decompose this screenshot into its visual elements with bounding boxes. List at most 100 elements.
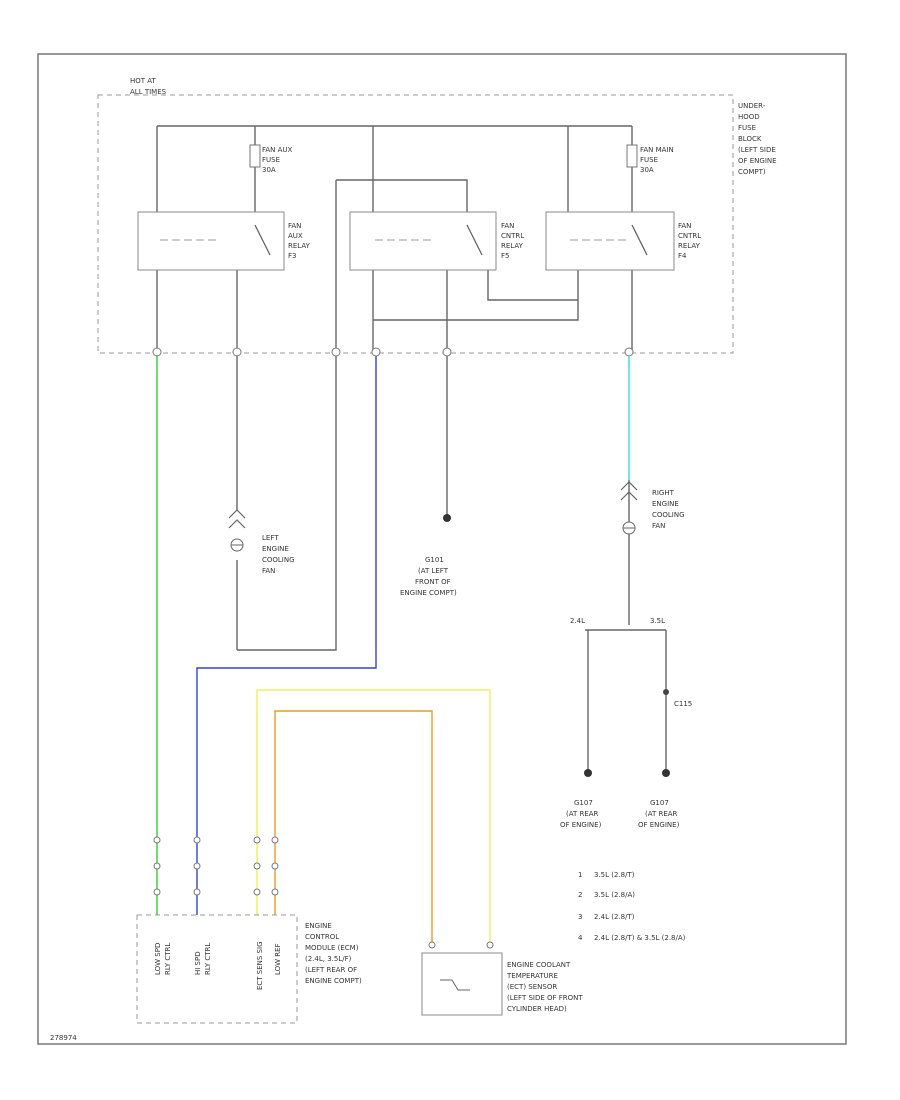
fan-aux-relay: FAN AUX RELAY F3 — [137, 211, 311, 271]
svg-text:3.5L (2.8/A): 3.5L (2.8/A) — [594, 891, 635, 899]
fan-cntrl-relay-mid: FAN CNTRL RELAY F5 — [349, 211, 524, 271]
ecm-pin-markers — [153, 836, 279, 896]
fuse-block-connectors — [152, 347, 634, 357]
engine-35-label: 3.5L — [650, 617, 665, 625]
ect-pin-a — [428, 941, 436, 949]
svg-text:G107: G107 — [574, 799, 593, 807]
ground-rear-left-label: G107 (AT REAR OF ENGINE) — [560, 799, 602, 829]
fan-connector-icon — [228, 509, 246, 529]
svg-text:G101: G101 — [425, 556, 444, 564]
svg-text:HI SPD: HI SPD — [194, 951, 202, 975]
svg-text:COMPT): COMPT) — [738, 168, 766, 176]
svg-text:2: 2 — [578, 891, 582, 899]
svg-text:(ECT) SENSOR: (ECT) SENSOR — [507, 983, 557, 991]
svg-text:FRONT OF: FRONT OF — [415, 578, 451, 586]
svg-text:(AT LEFT: (AT LEFT — [418, 567, 449, 575]
svg-text:F4: F4 — [678, 252, 687, 260]
fan-main-fuse-icon — [626, 144, 638, 168]
svg-text:(LEFT SIDE: (LEFT SIDE — [738, 146, 776, 154]
svg-text:RLY CTRL: RLY CTRL — [164, 943, 172, 975]
svg-text:FAN: FAN — [678, 222, 691, 230]
outer-frame — [37, 53, 847, 1045]
ground-rear-right-icon — [662, 769, 670, 777]
ecm-pin-labels: LOW SPD RLY CTRL HI SPD RLY CTRL ECT SEN… — [154, 941, 282, 990]
svg-text:1: 1 — [578, 871, 582, 879]
wire-yellow — [256, 689, 491, 945]
svg-text:TEMPERATURE: TEMPERATURE — [506, 972, 558, 980]
svg-text:(AT REAR: (AT REAR — [645, 810, 678, 818]
svg-text:COOLING: COOLING — [652, 511, 685, 519]
ground-rear-right-label: G107 (AT REAR OF ENGINE) — [638, 799, 680, 829]
svg-text:RIGHT: RIGHT — [652, 489, 675, 497]
svg-text:OF ENGINE): OF ENGINE) — [560, 821, 602, 829]
svg-text:FAN: FAN — [652, 522, 665, 530]
svg-text:FAN AUX: FAN AUX — [262, 146, 293, 154]
svg-text:2.4L (2.8/T): 2.4L (2.8/T) — [594, 913, 635, 921]
engine-24-label: 2.4L — [570, 617, 585, 625]
svg-text:3.5L (2.8/T): 3.5L (2.8/T) — [594, 871, 635, 879]
relay-switch-icon — [254, 224, 271, 256]
splice-label: C115 — [674, 700, 692, 708]
svg-text:ENGINE COOLANT: ENGINE COOLANT — [507, 961, 571, 969]
svg-text:LOW REF: LOW REF — [274, 943, 282, 975]
fan-aux-fuse-label: FAN AUX FUSE 30A — [262, 146, 293, 174]
fuse-block-outline — [97, 94, 734, 354]
svg-text:AUX: AUX — [288, 232, 303, 240]
svg-text:RLY CTRL: RLY CTRL — [204, 943, 212, 975]
page-code: 278974 — [50, 1034, 77, 1042]
svg-text:MODULE (ECM): MODULE (ECM) — [305, 944, 359, 952]
svg-text:OF ENGINE: OF ENGINE — [738, 157, 777, 165]
svg-text:(LEFT SIDE OF FRONT: (LEFT SIDE OF FRONT — [507, 994, 583, 1002]
svg-text:FAN MAIN: FAN MAIN — [640, 146, 674, 154]
thermistor-icon — [440, 979, 470, 991]
svg-text:CYLINDER HEAD): CYLINDER HEAD) — [507, 1005, 567, 1013]
hot-at-label-line2: ALL TIMES — [130, 88, 167, 96]
svg-text:CNTRL: CNTRL — [501, 232, 524, 240]
svg-text:FUSE: FUSE — [738, 124, 756, 132]
wire-blue — [196, 356, 377, 915]
fuse-block-bus — [156, 125, 633, 350]
svg-text:ENGINE: ENGINE — [262, 545, 289, 553]
ect-sensor-label: ENGINE COOLANT TEMPERATURE (ECT) SENSOR … — [506, 961, 583, 1013]
svg-text:F3: F3 — [288, 252, 296, 260]
fan-aux-fuse-icon — [249, 144, 261, 168]
svg-text:(2.4L, 3.5L/F): (2.4L, 3.5L/F) — [305, 955, 352, 963]
svg-text:(AT REAR: (AT REAR — [566, 810, 599, 818]
svg-text:(LEFT REAR OF: (LEFT REAR OF — [305, 966, 357, 974]
relay-switch-icon — [631, 224, 648, 256]
svg-text:ECT SENS SIG: ECT SENS SIG — [256, 941, 264, 990]
right-engine-cooling-fan: RIGHT ENGINE COOLING FAN — [620, 481, 685, 535]
relay-switch-icon — [466, 224, 483, 256]
svg-text:ENGINE: ENGINE — [652, 500, 679, 508]
svg-text:FAN: FAN — [501, 222, 514, 230]
svg-text:2.4L (2.8/T) & 3.5L (2.8/A): 2.4L (2.8/T) & 3.5L (2.8/A) — [594, 934, 686, 942]
svg-text:RELAY: RELAY — [288, 242, 311, 250]
svg-text:LOW SPD: LOW SPD — [154, 943, 162, 975]
svg-text:FUSE: FUSE — [262, 156, 280, 164]
svg-text:30A: 30A — [640, 166, 654, 174]
svg-text:3: 3 — [578, 913, 582, 921]
splice-dot-icon — [663, 689, 669, 695]
wire-left-fan-ground — [237, 356, 337, 651]
left-engine-cooling-fan: LEFT ENGINE COOLING FAN — [228, 509, 295, 575]
svg-text:COOLING: COOLING — [262, 556, 295, 564]
svg-text:30A: 30A — [262, 166, 276, 174]
ect-pin-b — [486, 941, 494, 949]
fuse-block-label: UNDER- HOOD FUSE BLOCK (LEFT SIDE OF ENG… — [738, 102, 777, 176]
hot-at-label-line1: HOT AT — [130, 77, 157, 85]
svg-text:CONTROL: CONTROL — [305, 933, 339, 941]
ecm-box — [136, 914, 298, 1024]
variant-legend: 1 3.5L (2.8/T) 2 3.5L (2.8/A) 3 2.4L (2.… — [578, 871, 686, 942]
svg-text:4: 4 — [578, 934, 583, 942]
svg-text:BLOCK: BLOCK — [738, 135, 762, 143]
ground-front-label: G101 (AT LEFT FRONT OF ENGINE COMPT) — [400, 556, 457, 597]
svg-text:FUSE: FUSE — [640, 156, 658, 164]
fan-cntrl-relay-right: FAN CNTRL RELAY F4 — [545, 211, 701, 271]
wire-orange — [274, 710, 433, 945]
svg-text:FAN: FAN — [288, 222, 301, 230]
svg-text:OF ENGINE): OF ENGINE) — [638, 821, 680, 829]
svg-text:ENGINE COMPT): ENGINE COMPT) — [400, 589, 457, 597]
ground-front-icon — [443, 514, 451, 522]
svg-text:FAN: FAN — [262, 567, 275, 575]
